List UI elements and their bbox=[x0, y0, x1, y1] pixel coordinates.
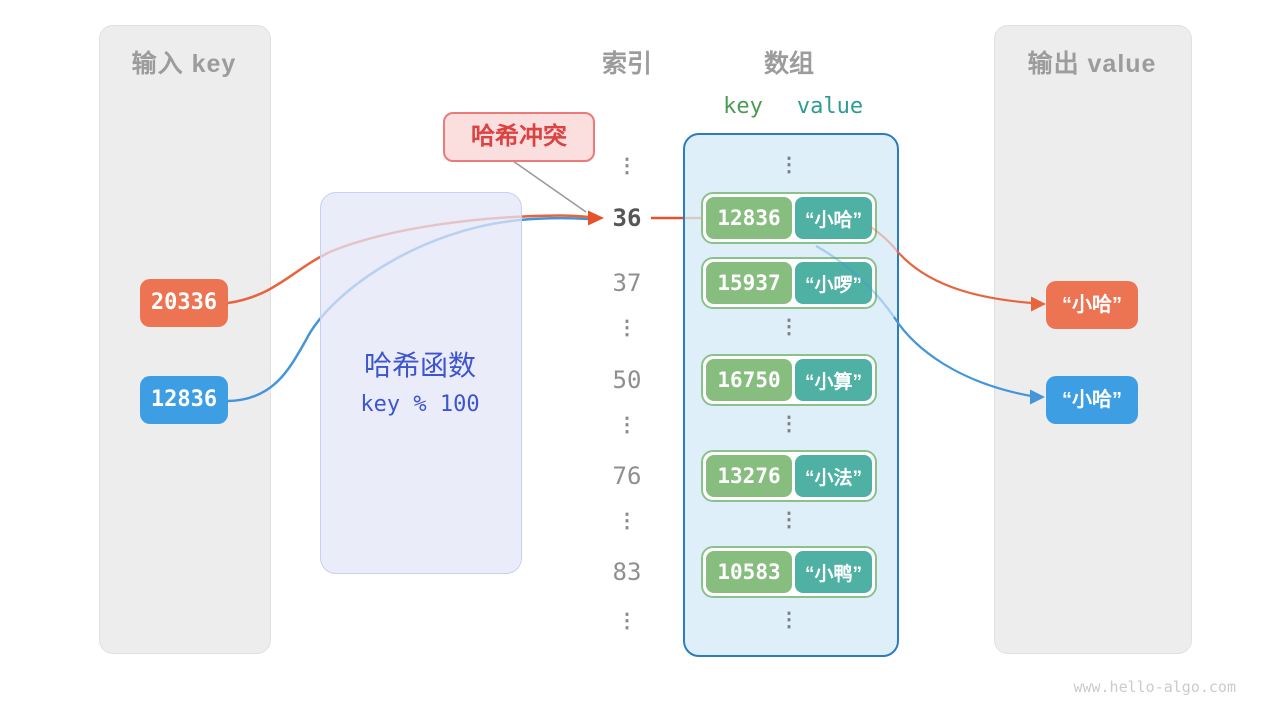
array-value-cell: “小啰” bbox=[795, 262, 872, 304]
index-36: 36 bbox=[612, 204, 642, 232]
index-ellipsis: ⋮ bbox=[617, 508, 637, 532]
input-key-20336: 20336 bbox=[140, 279, 228, 327]
input-key-title: 输入 key bbox=[131, 50, 237, 78]
output-value-orange: “小哈” bbox=[1046, 281, 1138, 329]
array-key-cell: 16750 bbox=[706, 359, 792, 401]
index-76: 76 bbox=[612, 462, 642, 490]
blue-output-arrow-line bbox=[893, 316, 1032, 398]
index-83: 83 bbox=[612, 558, 642, 586]
array-key-header: key bbox=[723, 94, 763, 119]
index-37: 37 bbox=[612, 269, 642, 297]
array-column-header: 数组 bbox=[763, 50, 814, 78]
index-ellipsis: ⋮ bbox=[617, 315, 637, 339]
array-key-cell: 12836 bbox=[706, 197, 792, 239]
array-key-cell: 10583 bbox=[706, 551, 792, 593]
hash-function-title: 哈希函数 bbox=[363, 350, 476, 381]
blue-output-arrowhead-icon bbox=[1030, 389, 1045, 405]
index-ellipsis: ⋮ bbox=[617, 608, 637, 632]
array-row-12836: 12836 “小哈” bbox=[701, 192, 877, 244]
array-value-cell: “小算” bbox=[795, 359, 872, 401]
output-value-blue: “小哈” bbox=[1046, 376, 1138, 424]
output-value-title: 输出 value bbox=[1027, 50, 1157, 78]
array-row-16750: 16750 “小算” bbox=[701, 354, 877, 406]
hash-collision-label: 哈希冲突 bbox=[443, 112, 595, 162]
index-ellipsis: ⋮ bbox=[617, 412, 637, 436]
watermark-url: www.hello-algo.com bbox=[1073, 678, 1236, 696]
array-ellipsis: ⋮ bbox=[779, 609, 799, 631]
input-key-12836: 12836 bbox=[140, 376, 228, 424]
hash-function-box bbox=[320, 192, 522, 574]
array-value-header: value bbox=[796, 94, 864, 119]
output-value-panel bbox=[994, 25, 1192, 654]
index-ellipsis: ⋮ bbox=[617, 153, 637, 177]
blue-output-arrow-faded bbox=[815, 245, 895, 318]
array-row-10583: 10583 “小鸭” bbox=[701, 546, 877, 598]
array-key-cell: 15937 bbox=[706, 262, 792, 304]
orange-output-arrowhead-icon bbox=[1031, 296, 1046, 312]
array-ellipsis: ⋮ bbox=[779, 316, 799, 338]
array-ellipsis: ⋮ bbox=[779, 154, 799, 176]
array-ellipsis: ⋮ bbox=[779, 509, 799, 531]
array-row-13276: 13276 “小法” bbox=[701, 450, 877, 502]
array-value-cell: “小鸭” bbox=[795, 551, 872, 593]
array-value-cell: “小法” bbox=[795, 455, 872, 497]
array-row-15937: 15937 “小啰” bbox=[701, 257, 877, 309]
index-column-header: 索引 bbox=[601, 50, 652, 78]
input-key-panel bbox=[99, 25, 271, 654]
array-value-cell: “小哈” bbox=[795, 197, 872, 239]
index-arrowhead-icon bbox=[588, 210, 604, 226]
array-key-cell: 13276 bbox=[706, 455, 792, 497]
array-ellipsis: ⋮ bbox=[779, 413, 799, 435]
hash-function-formula: key % 100 bbox=[360, 392, 480, 417]
index-50: 50 bbox=[612, 366, 642, 394]
collision-pointer-line bbox=[512, 160, 587, 213]
orange-output-arrow-faded bbox=[870, 226, 898, 252]
orange-output-arrow-line bbox=[896, 250, 1033, 305]
